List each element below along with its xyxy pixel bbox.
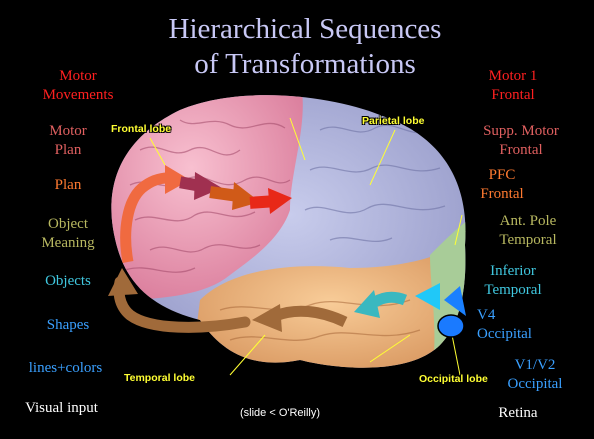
parietal-lobe-label: Parietal lobe	[362, 115, 424, 127]
v1-circle	[438, 315, 464, 337]
label-visual-input: Visual input	[4, 399, 119, 418]
label-shapes: Shapes	[28, 316, 108, 335]
label-object-meaning: Object Meaning	[28, 215, 108, 253]
label-v4-occipital: V4 Occipital	[465, 306, 557, 344]
frontal-lobe-label: Frontal lobe	[111, 123, 171, 135]
label-retina: Retina	[478, 404, 558, 423]
label-inferior-temporal: Inferior Temporal	[468, 262, 558, 300]
label-plan: Plan	[28, 176, 108, 195]
label-motor-movements: Motor Movements	[28, 67, 128, 105]
label-lines-colors: lines+colors	[8, 359, 123, 378]
label-v1v2-occipital: V1/V2 Occipital	[490, 356, 580, 394]
label-motor1-frontal: Motor 1 Frontal	[468, 67, 558, 105]
slide-credit: (slide < O'Reilly)	[240, 407, 320, 419]
occipital-lobe-label: Occipital lobe	[419, 373, 488, 385]
teal-arrow-shaft	[375, 297, 405, 302]
label-ant-pole-temporal: Ant. Pole Temporal	[478, 212, 578, 250]
title-line-1: Hierarchical Sequences	[150, 12, 460, 47]
title-line-2: of Transformations	[150, 47, 460, 82]
temporal-lobe-label: Temporal lobe	[124, 372, 195, 384]
label-motor-plan: Motor Plan	[28, 122, 108, 160]
label-supp-motor-frontal: Supp. Motor Frontal	[466, 122, 576, 160]
label-objects: Objects	[28, 272, 108, 291]
label-pfc-frontal: PFC Frontal	[462, 166, 542, 204]
slide-title: Hierarchical Sequences of Transformation…	[150, 12, 460, 83]
